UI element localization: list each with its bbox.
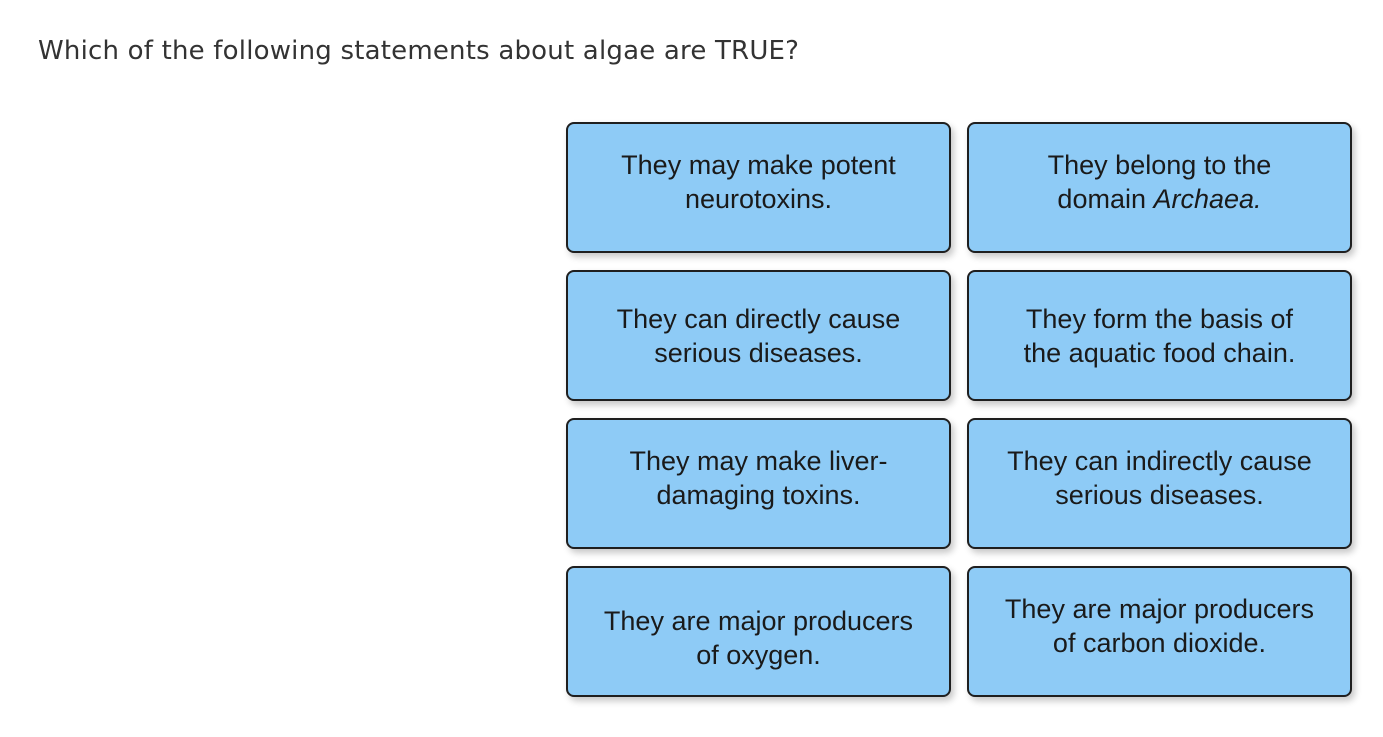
tile-label: They may make potent neurotoxins. xyxy=(621,148,896,216)
tile-label-line-2-prefix: domain xyxy=(1057,183,1154,214)
question-text: Which of the following statements about … xyxy=(38,36,800,66)
tile-label-line-1: They are major producers xyxy=(603,605,914,636)
tile-label-line-1: They form the basis of xyxy=(1025,303,1294,334)
answer-tile-producers-of-oxygen[interactable]: They are major producers of oxygen. xyxy=(566,566,951,697)
tile-label: They belong to the domain Archaea. xyxy=(1048,148,1272,216)
tile-label-line-2: serious diseases. xyxy=(1055,479,1264,510)
answer-tile-directly-cause-diseases[interactable]: They can directly cause serious diseases… xyxy=(566,270,951,401)
tile-label-line-2: of carbon dioxide. xyxy=(1052,627,1267,658)
tile-label: They form the basis of the aquatic food … xyxy=(1024,302,1296,370)
tile-label-line-2: serious diseases. xyxy=(654,337,863,368)
answer-tile-domain-archaea[interactable]: They belong to the domain Archaea. xyxy=(967,122,1352,253)
tile-label-line-1: They belong to the xyxy=(1047,149,1272,180)
tile-label-line-2: neurotoxins. xyxy=(684,183,833,214)
tile-label-line-2: damaging toxins. xyxy=(656,479,861,510)
tile-label: They can indirectly cause serious diseas… xyxy=(1007,444,1312,512)
tile-label-line-1: They can indirectly cause xyxy=(1007,445,1312,476)
tile-label-line-1: They may make liver- xyxy=(629,445,888,476)
answer-tile-grid: They may make potent neurotoxins. They b… xyxy=(566,122,1352,697)
tile-label-line-2-italic: Archaea. xyxy=(1153,183,1262,214)
tile-label-line-1: They can directly cause xyxy=(616,303,901,334)
tile-label: They can directly cause serious diseases… xyxy=(617,302,901,370)
answer-tile-potent-neurotoxins[interactable]: They may make potent neurotoxins. xyxy=(566,122,951,253)
answer-tile-producers-of-carbon-dioxide[interactable]: They are major producers of carbon dioxi… xyxy=(967,566,1352,697)
tile-label: They are major producers of carbon dioxi… xyxy=(1005,592,1314,660)
answer-tile-liver-damaging-toxins[interactable]: They may make liver- damaging toxins. xyxy=(566,418,951,549)
answer-tile-aquatic-food-chain[interactable]: They form the basis of the aquatic food … xyxy=(967,270,1352,401)
tile-label-line-2: of oxygen. xyxy=(696,639,821,670)
answer-tile-indirectly-cause-diseases[interactable]: They can indirectly cause serious diseas… xyxy=(967,418,1352,549)
tile-label-line-2: the aquatic food chain. xyxy=(1023,337,1296,368)
tile-label: They may make liver- damaging toxins. xyxy=(629,444,887,512)
tile-label-line-1: They may make potent xyxy=(621,149,896,180)
tile-label: They are major producers of oxygen. xyxy=(604,604,913,672)
tile-label-line-1: They are major producers xyxy=(1004,593,1315,624)
